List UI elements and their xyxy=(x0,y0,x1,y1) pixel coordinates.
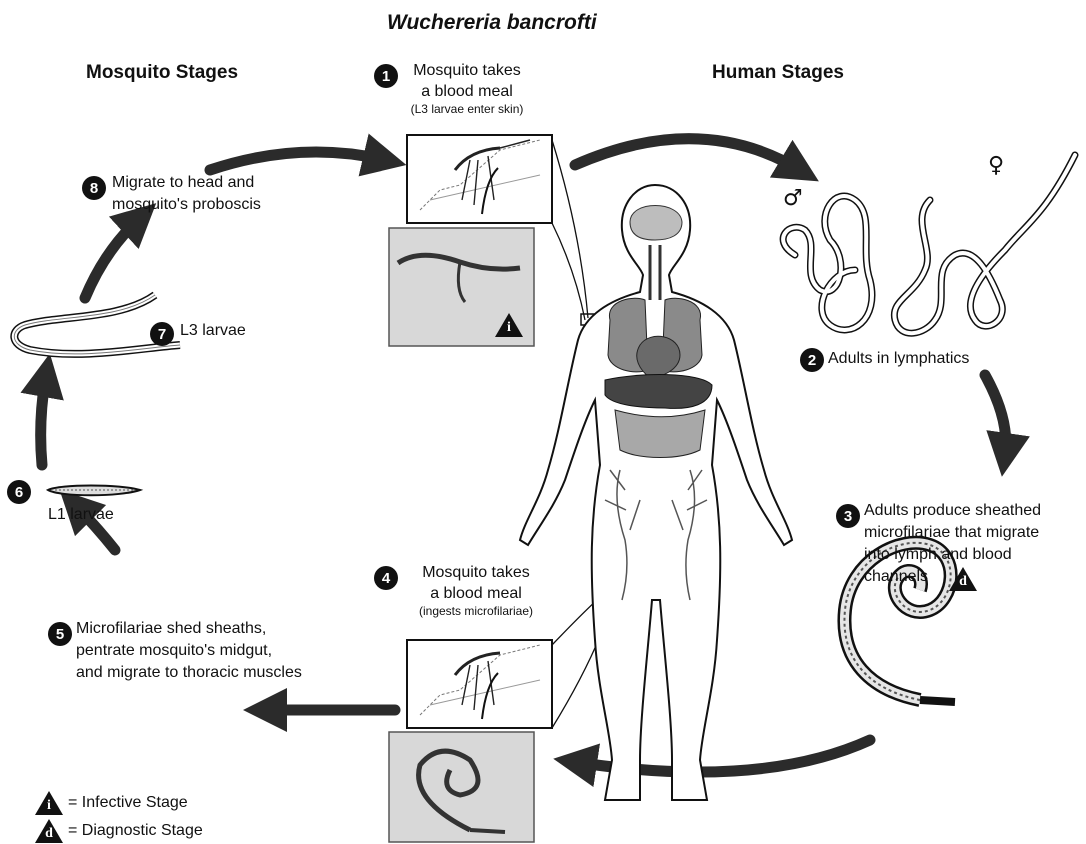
step-1-note: (L3 larvae enter skin) xyxy=(402,102,532,117)
step-8-line-1: Migrate to head and xyxy=(112,172,261,194)
step-4-label: Mosquito takes a blood meal (ingests mic… xyxy=(402,562,550,619)
step-3-line-1: Adults produce sheathed xyxy=(864,500,1041,522)
step-1-line-1: Mosquito takes xyxy=(402,60,532,81)
step-5-line-1: Microfilariae shed sheaths, xyxy=(76,618,302,640)
step-7-label: L3 larvae xyxy=(180,320,246,341)
step-badge-1: 1 xyxy=(374,64,398,88)
step-badge-5: 5 xyxy=(48,622,72,646)
l1-larva xyxy=(48,486,140,496)
diagram-title: Wuchereria bancrofti xyxy=(387,12,597,33)
microfilaria-panel xyxy=(389,732,534,842)
step-badge-2: 2 xyxy=(800,348,824,372)
step-6-label: L1 larvae xyxy=(48,504,114,525)
legend-diagnostic-letter: d xyxy=(34,826,64,842)
arrow-7-to-8 xyxy=(85,218,140,298)
legend-diagnostic-label: = Diagnostic Stage xyxy=(68,820,203,841)
mosquito-feeding-panel-bottom xyxy=(407,640,552,728)
legend-diagnostic-icon: d xyxy=(34,818,64,844)
diagnostic-stage-marker-icon: d xyxy=(948,566,978,592)
infective-marker-letter: i xyxy=(494,320,524,336)
infective-stage-marker-icon: i xyxy=(494,312,524,338)
step-5-line-2: pentrate mosquito's midgut, xyxy=(76,640,302,662)
arrow-2-to-3 xyxy=(985,375,1006,455)
human-body-figure xyxy=(520,185,792,800)
step-5-label: Microfilariae shed sheaths, pentrate mos… xyxy=(76,618,302,684)
step-3-line-2: microfilariae that migrate xyxy=(864,522,1041,544)
step-badge-3: 3 xyxy=(836,504,860,528)
step-badge-7: 7 xyxy=(150,322,174,346)
step-8-label: Migrate to head and mosquito's proboscis xyxy=(112,172,261,216)
male-symbol-icon: ♂ xyxy=(783,188,803,209)
step-4-line-1: Mosquito takes xyxy=(402,562,550,583)
diagnostic-marker-letter: d xyxy=(948,574,978,590)
step-4-line-2: a blood meal xyxy=(402,583,550,604)
step-badge-8: 8 xyxy=(82,176,106,200)
step-8-line-2: mosquito's proboscis xyxy=(112,194,261,216)
step-5-line-3: and migrate to thoracic muscles xyxy=(76,662,302,684)
mosquito-stages-header: Mosquito Stages xyxy=(86,62,238,83)
adult-worms xyxy=(783,155,1075,333)
arrow-1-to-2 xyxy=(575,139,800,170)
human-stages-header: Human Stages xyxy=(712,62,844,83)
arrow-6-to-7 xyxy=(41,375,46,465)
step-badge-6: 6 xyxy=(7,480,31,504)
legend-infective-letter: i xyxy=(34,798,64,814)
step-1-label: Mosquito takes a blood meal (L3 larvae e… xyxy=(402,60,532,117)
step-4-note: (ingests microfilariae) xyxy=(402,604,550,619)
arrow-8-to-1 xyxy=(210,152,385,170)
step-1-line-2: a blood meal xyxy=(402,81,532,102)
legend-infective-icon: i xyxy=(34,790,64,816)
female-symbol-icon: ♀ xyxy=(988,155,1004,176)
legend-infective-label: = Infective Stage xyxy=(68,792,188,813)
step-3-line-3: into lymph and blood xyxy=(864,544,1041,566)
mosquito-feeding-panel-top xyxy=(407,135,552,223)
step-badge-4: 4 xyxy=(374,566,398,590)
step-2-label: Adults in lymphatics xyxy=(828,348,969,369)
